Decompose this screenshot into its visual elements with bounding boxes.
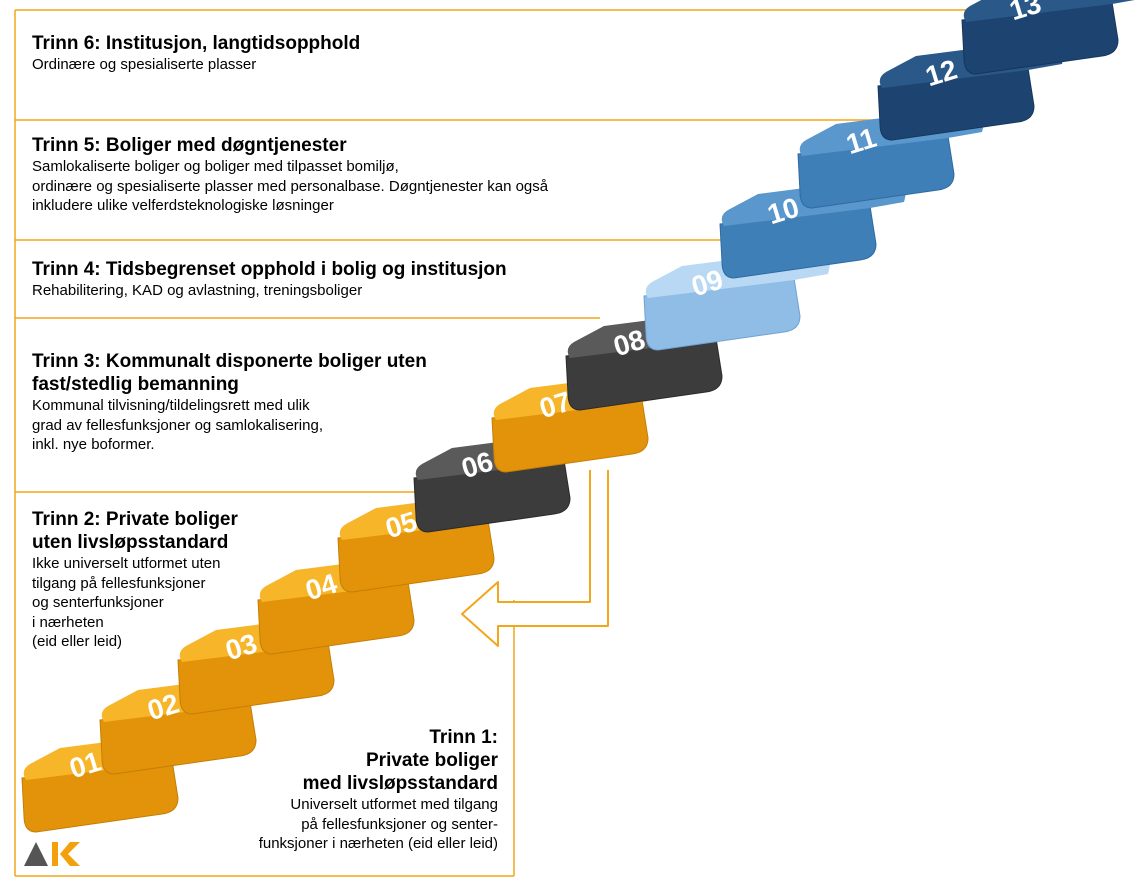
tier1-title-line: Private boliger (366, 750, 498, 771)
tier5-desc-line: inkludere ulike velferdsteknologiske løs… (32, 197, 334, 214)
step-front-face (877, 67, 1035, 141)
step-front-face (21, 759, 179, 833)
tier3-block: Trinn 3: Kommunalt disponerte boliger ut… (32, 350, 427, 455)
return-arrow-icon (461, 470, 609, 647)
tier2-desc-line: (eid eller leid) (32, 633, 123, 650)
tier6-block: Trinn 6: Institusjon, langtidsopphold Or… (32, 32, 360, 75)
akk-logo (24, 842, 80, 866)
tier3-desc-line: Kommunal tilvisning/tildelingsrett med u… (32, 397, 310, 414)
step-front-face (565, 337, 723, 411)
tier3-title-line: fast/stedlig bemanning (32, 374, 239, 395)
tier1-desc-line: på fellesfunksjoner og senter- (301, 815, 498, 833)
tier2-desc-line: i nærheten (32, 613, 104, 631)
tier5-title: Trinn 5: Boliger med døgntjenester (32, 135, 347, 156)
tier4-block: Trinn 4: Tidsbegrenset opphold i bolig o… (32, 258, 507, 301)
step-front-face (177, 641, 335, 715)
tier4-title: Trinn 4: Tidsbegrenset opphold i bolig o… (32, 259, 507, 280)
tier3-desc-line: inkl. nye boformer. (32, 436, 155, 453)
step-front-face (257, 581, 415, 655)
step-front-face (643, 277, 801, 351)
step-front-face (413, 459, 571, 533)
step-front-face (491, 399, 649, 473)
tier1-desc-line: Universelt utformet med tilgang (290, 796, 498, 813)
step-13: 13 (961, 0, 1135, 75)
step-front-face (719, 205, 877, 279)
step-front-face (337, 519, 495, 593)
tier2-desc-line: og senterfunksjoner (32, 594, 164, 611)
tier1-title-line: Trinn 1: (429, 727, 498, 748)
tier2-title-line: Trinn 2: Private boliger (32, 509, 238, 530)
tier1-title-line: med livsløpsstandard (302, 773, 498, 794)
tier3-desc-line: grad av fellesfunksjoner og samlokaliser… (32, 416, 323, 434)
tier5-desc-line: Samlokaliserte boliger og boliger med ti… (32, 158, 399, 175)
tier3-title-line: Trinn 3: Kommunalt disponerte boliger ut… (32, 351, 427, 372)
tier1-desc-line: funksjoner i nærheten (eid eller leid) (258, 835, 498, 852)
tier4-desc-line: Rehabilitering, KAD og avlastning, treni… (32, 282, 363, 299)
step-front-face (99, 701, 257, 775)
logo-mark-k2 (60, 842, 80, 866)
logo-mark-k1 (52, 842, 58, 866)
tier2-block: Trinn 2: Private boliger uten livsløpsst… (32, 508, 238, 652)
tier1-block: Trinn 1: Private boliger med livsløpssta… (259, 726, 498, 854)
tier-frames (14, 9, 1040, 877)
tier5-block: Trinn 5: Boliger med døgntjenester Samlo… (32, 134, 548, 216)
tier6-title: Trinn 6: Institusjon, langtidsopphold (32, 33, 361, 54)
tier5-desc-line: ordinære og spesialiserte plasser med pe… (32, 177, 549, 195)
logo-mark-a (24, 842, 48, 866)
tier2-desc-line: Ikke universelt utformet uten (32, 555, 221, 572)
tier2-desc-line: tilgang på fellesfunksjoner (32, 574, 206, 592)
step-top-face (963, 0, 1135, 22)
tier2-title-line: uten livsløpsstandard (32, 532, 229, 553)
tier6-desc-line: Ordinære og spesialiserte plasser (32, 56, 257, 73)
step-front-face (961, 1, 1119, 75)
step-front-face (797, 135, 955, 209)
